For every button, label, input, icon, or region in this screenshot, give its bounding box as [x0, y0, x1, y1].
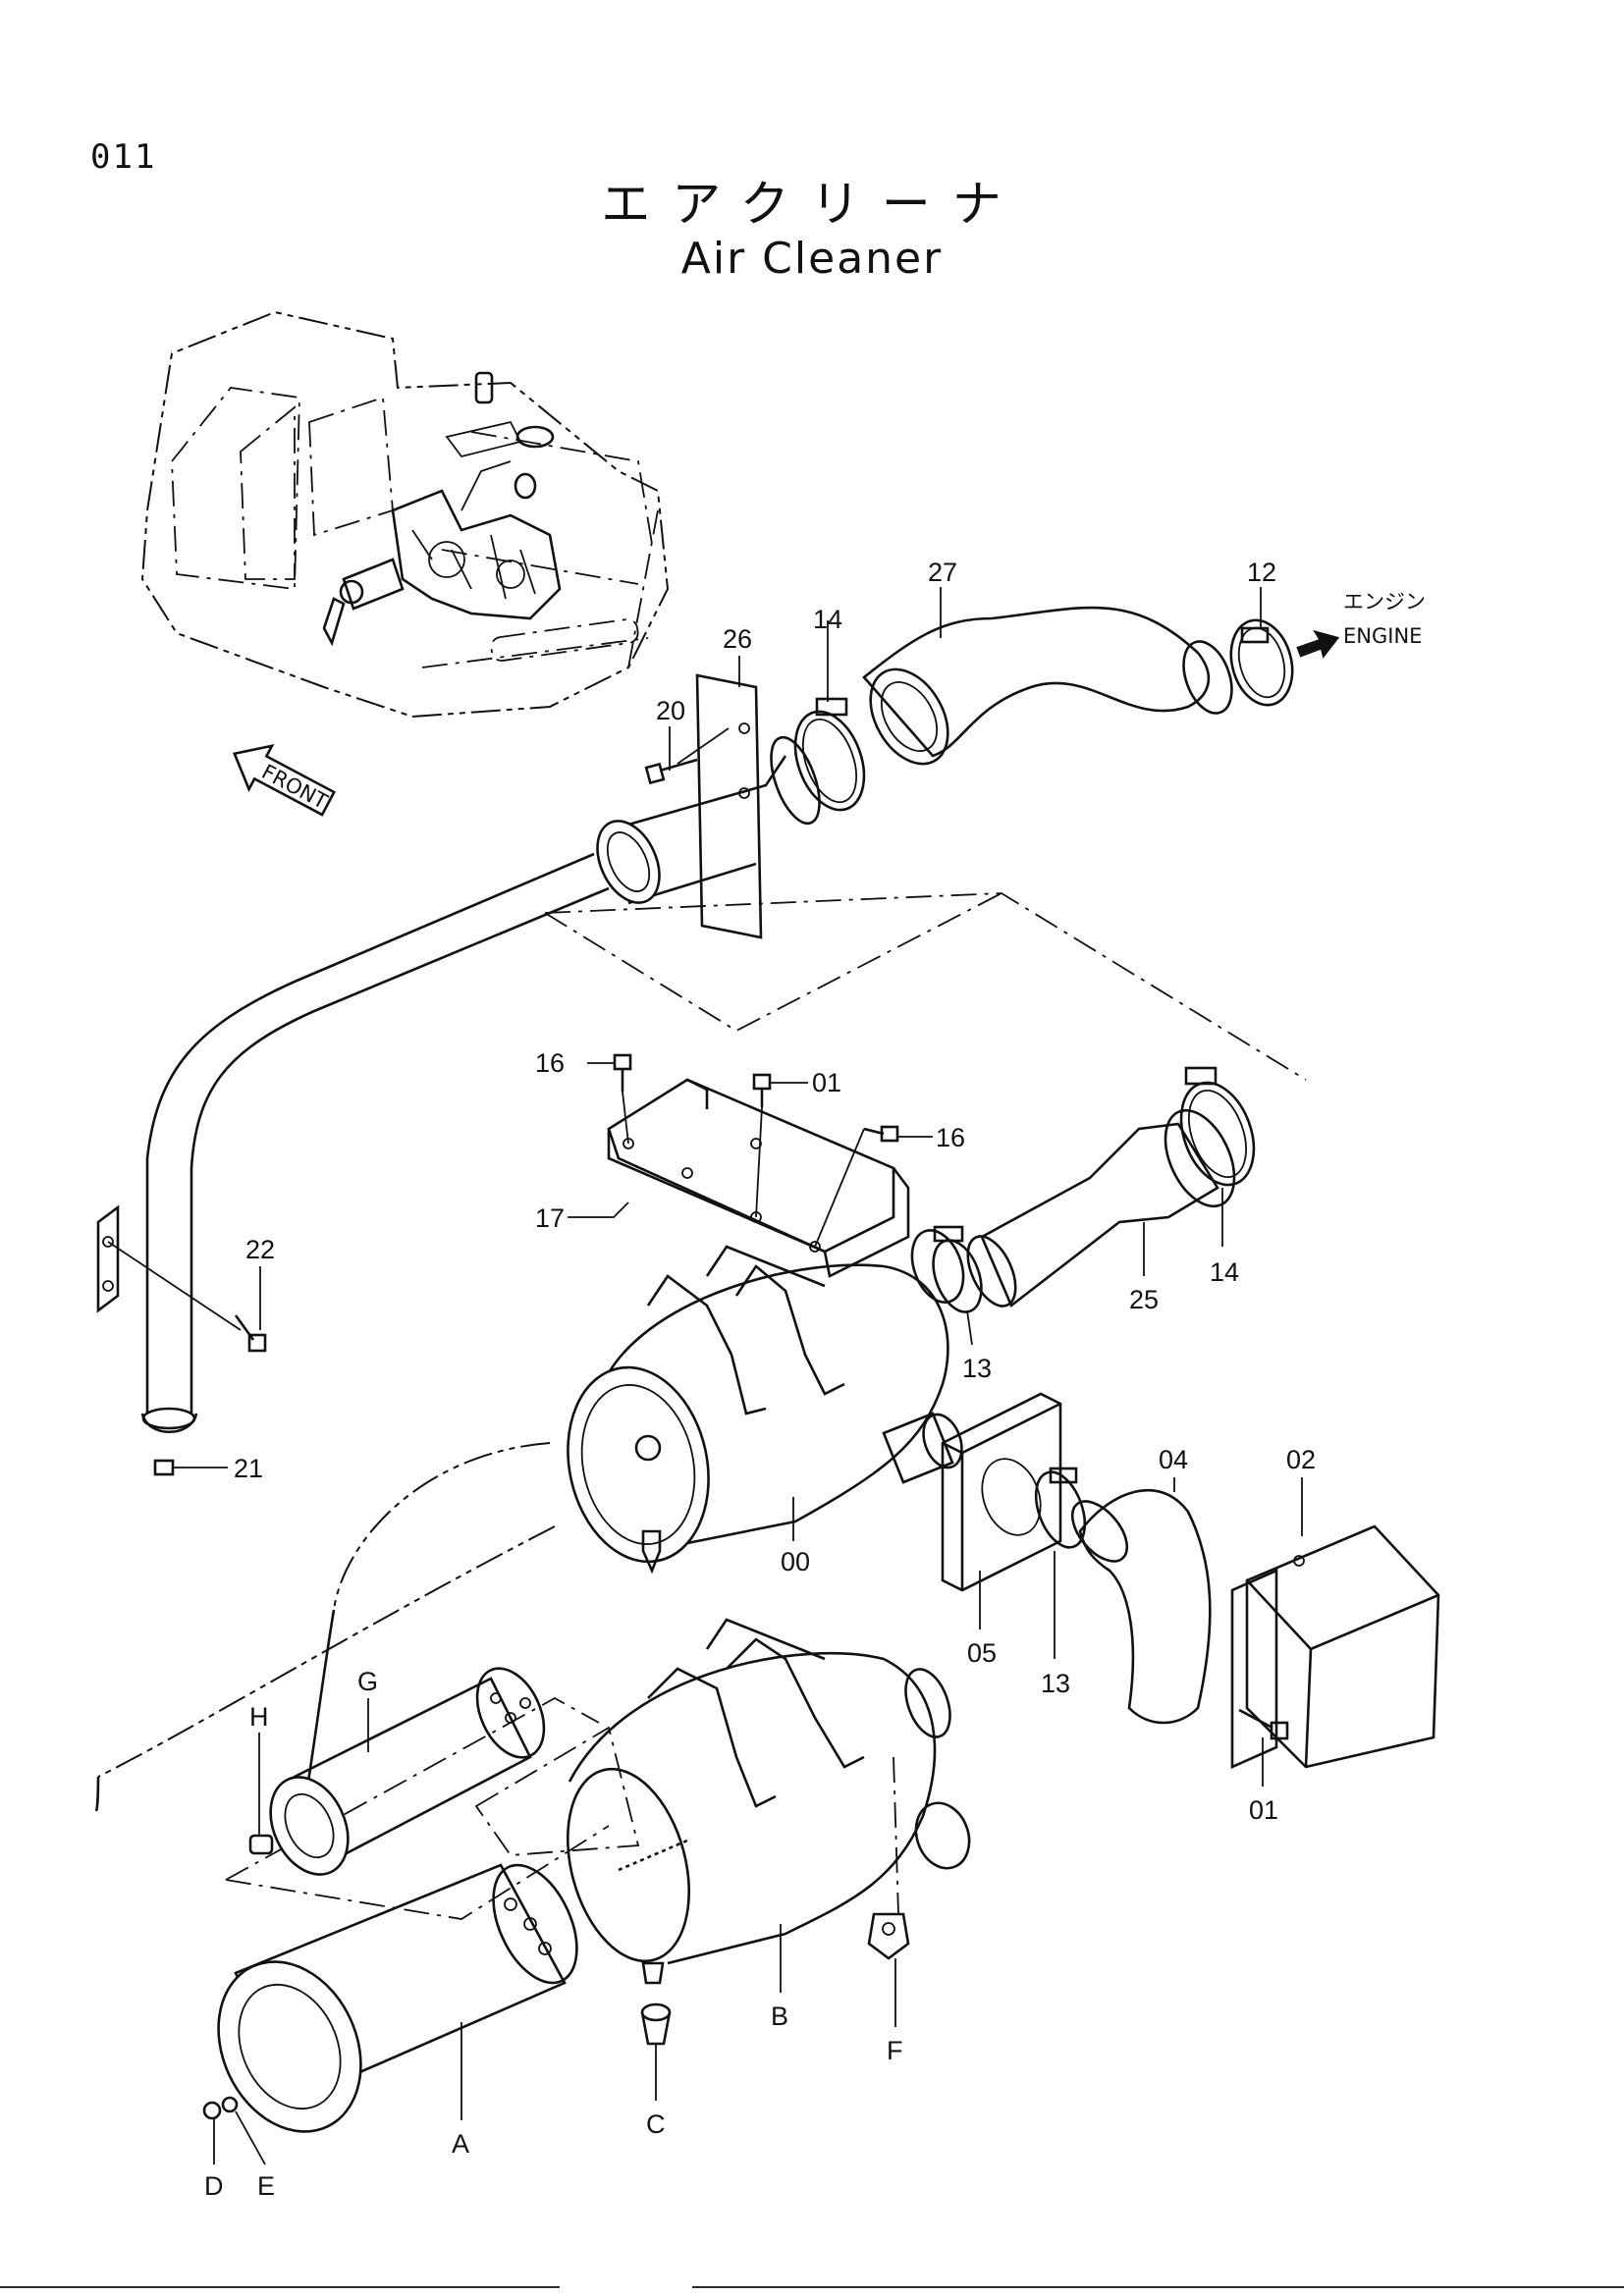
- callout-16-left: 16: [535, 1048, 565, 1078]
- engine-label-english: ENGINE: [1343, 624, 1422, 648]
- outlet-duct: [862, 606, 1211, 758]
- hose-clamp: [932, 1225, 983, 1313]
- callout-14-lower: 14: [1210, 1257, 1239, 1287]
- excavator-outline: [140, 310, 670, 719]
- callout-01-lower: 01: [1249, 1795, 1278, 1825]
- callout-16-right: 16: [936, 1123, 965, 1152]
- mounting-plate: [695, 673, 763, 939]
- callout-04: 04: [1159, 1445, 1188, 1474]
- wing-nut: [202, 2101, 222, 2120]
- callout-G: G: [357, 1667, 378, 1696]
- callout-E: E: [257, 2171, 275, 2201]
- bolt: [752, 1073, 772, 1218]
- title-japanese: エアクリーナ: [601, 176, 1023, 233]
- callout-B: B: [771, 2002, 788, 2031]
- mounting-bracket: [607, 1078, 910, 1278]
- filter-housing-body: [566, 1618, 971, 1985]
- elbow-hose: [1078, 1488, 1212, 1725]
- callout-00: 00: [781, 1547, 810, 1576]
- pre-cleaner: [1230, 1524, 1440, 1770]
- callout-21: 21: [234, 1454, 263, 1483]
- outer-element: [217, 1863, 578, 2133]
- callout-05: 05: [967, 1638, 997, 1668]
- callout-13-upper: 13: [962, 1354, 992, 1383]
- callout-02: 02: [1286, 1445, 1316, 1474]
- callout-01-upper: 01: [812, 1068, 841, 1097]
- callout-D: D: [204, 2171, 224, 2201]
- callout-12: 12: [1247, 558, 1276, 587]
- restriction-indicator: [867, 1756, 910, 1960]
- hose-clamp: [1229, 618, 1294, 707]
- washer: [221, 2096, 239, 2113]
- callout-26: 26: [723, 624, 752, 654]
- callout-13-lower: 13: [1041, 1669, 1070, 1698]
- front-arrow: FRONT: [232, 743, 337, 817]
- bolt: [644, 727, 730, 785]
- bolt: [814, 1125, 899, 1248]
- hose-clamp: [793, 697, 866, 812]
- drain-plug: [153, 1459, 175, 1476]
- bolt: [613, 1053, 632, 1145]
- wing-nut: [248, 1834, 274, 1855]
- callout-labels: 27 12 26 14 20 16 01 16 17 22 14 25 13 2…: [204, 558, 1316, 2201]
- dust-valve: [640, 2002, 672, 2046]
- callout-A: A: [452, 2129, 469, 2159]
- inner-element: [269, 1667, 546, 1876]
- callout-14-upper: 14: [813, 605, 842, 634]
- callout-20: 20: [656, 696, 685, 725]
- engine-arrow: [1296, 629, 1340, 659]
- gasket-plate: [941, 1392, 1062, 1592]
- callout-17: 17: [535, 1203, 565, 1233]
- engine-label-japanese: エンジン: [1343, 590, 1426, 614]
- title-english: Air Cleaner: [680, 234, 944, 284]
- callout-22: 22: [245, 1235, 275, 1264]
- callout-F: F: [887, 2036, 903, 2065]
- callout-C: C: [646, 2109, 666, 2139]
- rubber-hose: [980, 1122, 1219, 1308]
- callout-25: 25: [1129, 1285, 1159, 1314]
- intake-pipe: [145, 852, 610, 1414]
- callout-H: H: [249, 1702, 269, 1732]
- page-code: 011: [90, 137, 157, 177]
- engine-block: [322, 460, 562, 647]
- hose-clamp: [1179, 1066, 1256, 1187]
- callout-27: 27: [928, 558, 957, 587]
- bolt: [1238, 1708, 1289, 1740]
- air-cleaner-housing: [567, 1229, 965, 1575]
- leader-lines: [173, 587, 1303, 2165]
